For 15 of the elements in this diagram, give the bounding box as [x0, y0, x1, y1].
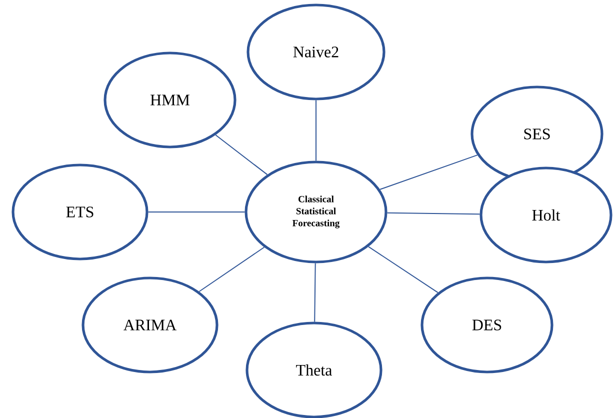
- connector-line: [368, 246, 438, 294]
- node-label: Holt: [532, 209, 560, 221]
- ellipse-node: SES: [470, 86, 604, 182]
- ellipse-node: DES: [420, 276, 554, 374]
- connector-line: [380, 154, 478, 190]
- ellipse-node: ARIMA: [82, 276, 218, 374]
- ellipse-node: Holt: [480, 166, 612, 264]
- connector-line: [314, 262, 316, 322]
- ellipse-node: HMM: [104, 52, 236, 148]
- connector-line: [215, 134, 268, 176]
- ellipse-node: Naive2: [246, 4, 386, 100]
- connector-line: [198, 246, 265, 292]
- ellipse-node: ETS: [12, 164, 148, 260]
- connector-line: [386, 212, 480, 215]
- ellipse-node: Classical Statistical Forecasting: [244, 160, 388, 264]
